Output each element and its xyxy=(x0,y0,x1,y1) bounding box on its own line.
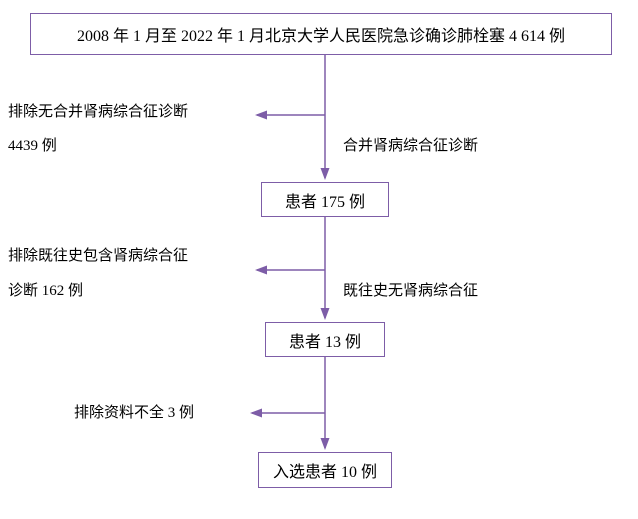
enrolled-patients-box: 入选患者 10 例 xyxy=(258,452,392,488)
enrolled-patients-label: 入选患者 10 例 xyxy=(272,464,377,481)
patients-175-label: 患者 175 例 xyxy=(284,193,365,211)
patients-13-label: 患者 13 例 xyxy=(288,333,361,351)
exclusion-2-label-line1: 排除既往史包含肾病综合征 xyxy=(8,248,189,264)
exclusion-3-label: 排除资料不全 3 例 xyxy=(74,405,195,421)
patients-13-box: 患者 13 例 xyxy=(265,322,385,357)
exclusion-2-label-line2: 诊断 162 例 xyxy=(8,283,84,299)
exclusion-1-label-line2: 4439 例 xyxy=(8,138,57,154)
source-population-box: 2008 年 1 月至 2022 年 1 月北京大学人民医院急诊确诊肺栓塞 4 … xyxy=(30,13,612,55)
exclusion-1-label-line1: 排除无合并肾病综合征诊断 xyxy=(8,104,189,120)
patients-175-box: 患者 175 例 xyxy=(261,182,389,217)
source-population-label: 2008 年 1 月至 2022 年 1 月北京大学人民医院急诊确诊肺栓塞 4 … xyxy=(76,28,565,45)
branch-condition-2-label: 既往史无肾病综合征 xyxy=(343,283,479,299)
branch-condition-1-label: 合并肾病综合征诊断 xyxy=(343,138,479,154)
